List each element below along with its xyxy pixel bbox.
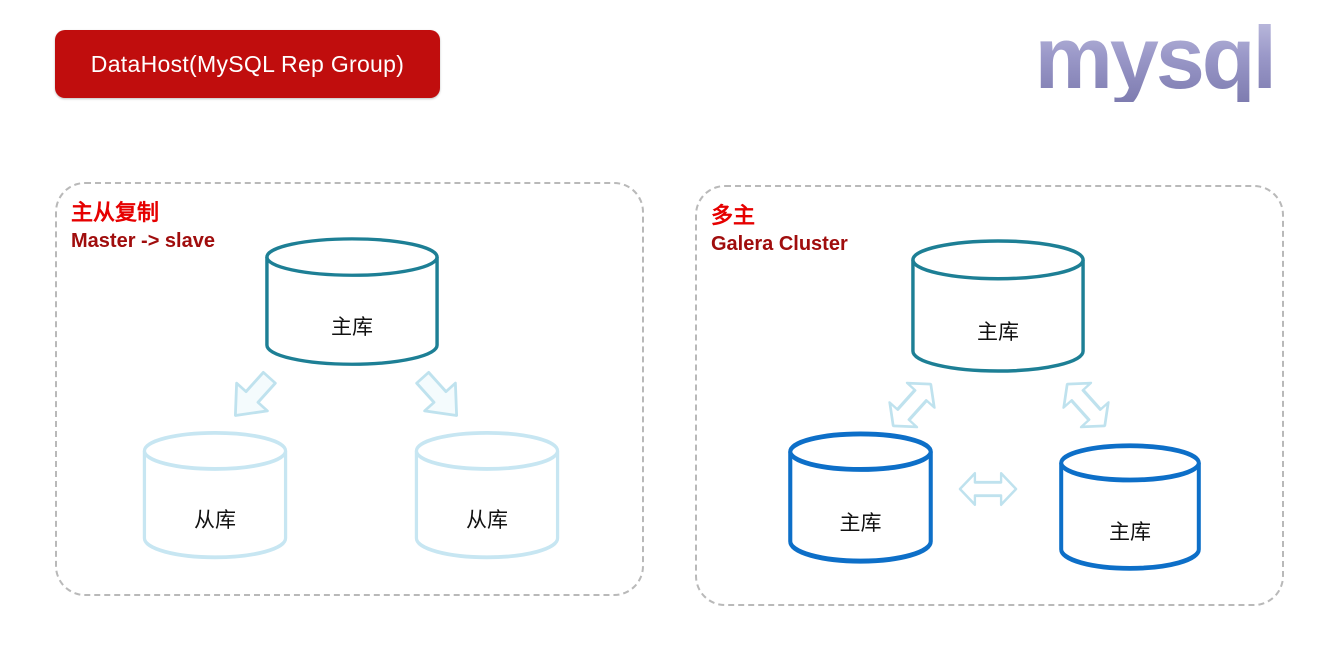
double-arrow-horizontal-icon [958, 470, 1018, 508]
database-cylinder-icon [265, 237, 439, 366]
galera-cluster-panel: 多主 Galera Cluster 主库 [695, 185, 1284, 606]
galera-master-top-label: 主库 [977, 319, 1019, 344]
database-cylinder-icon [414, 430, 560, 560]
galera-master-top-cylinder: 主库 [910, 238, 1086, 377]
galera-master-right-cylinder: 主库 [1058, 442, 1202, 575]
galera-master-left-cylinder: 主库 [787, 430, 934, 568]
datahost-badge: DataHost(MySQL Rep Group) [55, 30, 440, 98]
double-arrow-diagonal-left-icon [876, 369, 948, 442]
master-db-cylinder: 主库 [264, 236, 440, 370]
database-cylinder-icon [788, 431, 933, 564]
arrow-down-right-icon [405, 362, 475, 433]
master-slave-title-cn: 主从复制 [71, 200, 160, 225]
arrow-down-left-icon [217, 362, 287, 433]
galera-title-en: Galera Cluster [711, 232, 848, 255]
master-slave-panel: 主从复制 Master -> slave 主库 [55, 182, 644, 596]
slave-db-left-label: 从库 [194, 508, 236, 533]
slave-db-right-cylinder: 从库 [414, 430, 560, 563]
master-slave-panel-title: 主从复制 Master -> slave [71, 198, 215, 255]
galera-cluster-panel-title: 多主 Galera Cluster [711, 201, 848, 258]
galera-master-right-label: 主库 [1109, 520, 1151, 545]
slave-db-left-cylinder: 从库 [142, 430, 288, 563]
master-db-label: 主库 [331, 315, 373, 340]
mysql-logo: mysql [1034, 8, 1277, 107]
database-cylinder-icon [911, 239, 1085, 373]
datahost-badge-label: DataHost(MySQL Rep Group) [90, 50, 405, 77]
double-arrow-diagonal-right-icon [1050, 369, 1122, 442]
galera-master-left-label: 主库 [839, 511, 882, 536]
database-cylinder-icon [1059, 443, 1201, 571]
galera-title-cn: 多主 [711, 203, 756, 228]
slave-db-right-label: 从库 [466, 508, 508, 533]
master-slave-title-en: Master -> slave [71, 229, 215, 252]
database-cylinder-icon [142, 430, 288, 560]
